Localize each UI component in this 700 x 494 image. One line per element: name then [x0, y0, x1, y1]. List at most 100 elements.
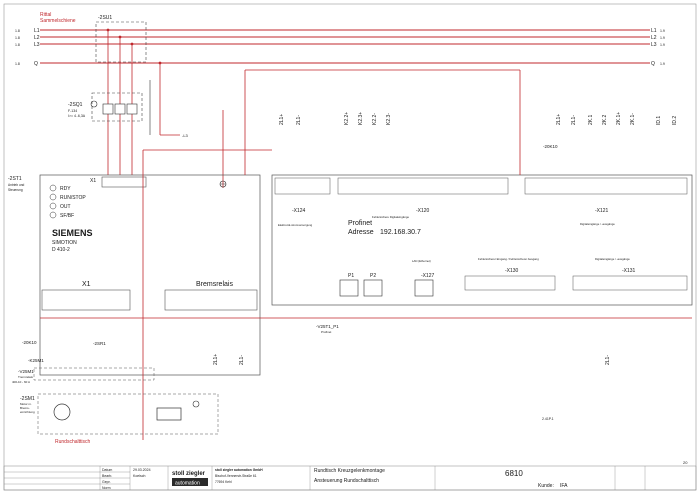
sheet-number: 20 [683, 460, 688, 465]
signal-top-11: 2K.1- [630, 113, 636, 125]
bus-ref-left-l3: 1.8 [15, 43, 20, 47]
signal-top-7: 2L1- [571, 115, 577, 125]
drive-tag: -2ST1 [8, 176, 22, 182]
company-line-3: 77694 Kehl [215, 480, 232, 484]
drive-x1-top: X1 [90, 178, 96, 184]
signals-top: 2L1+ 2L1- K2.2+ K2.3+ K2.2- K2.3- 2L1+ 2… [279, 112, 678, 125]
bus-label-l2-right: L2 [651, 35, 657, 41]
port-note: 2.41P.1 [542, 417, 554, 421]
signal-top-6: 2L1+ [556, 114, 562, 125]
led-out-icon [49, 202, 57, 210]
drawing-number: 6810 [505, 469, 523, 478]
profinet-label: Profinet [348, 220, 372, 227]
signal-top-12: ID.1 [656, 116, 662, 125]
m1-spec-1: Motor m. [20, 402, 32, 406]
m1-spec-2: Brems- [20, 406, 30, 410]
drive-sub-1: Antrieb und [8, 183, 25, 187]
x121-sub: Digitaleingänge / -ausgänge [580, 222, 615, 226]
m1-label: -2SM1 [20, 396, 35, 402]
p1-label: P1 [348, 273, 354, 279]
x121-label: -X121 [595, 208, 609, 214]
terminal-area: -X124 Elektronik-stromversorgung -X120 F… [271, 174, 693, 306]
profinet-address-label: Adresse [348, 229, 374, 236]
signal-bottom-0: 2L1+ [213, 354, 219, 365]
x127-sub: LAN (Ethernet) [412, 259, 431, 263]
busbar-title-2: Sammelschiene [40, 18, 76, 24]
company-line-1: stoll ziegler automation GmbH [215, 468, 263, 472]
logo-bottom: automation [175, 481, 200, 487]
bremsrelais-label: Bremsrelais [196, 281, 233, 288]
port-p1-icon [339, 279, 359, 297]
norm-label: Norm [102, 486, 111, 490]
bus-ref-left-q: 1.8 [15, 62, 20, 66]
port-x127-icon [414, 279, 434, 297]
project-line-2: Ansteuerung Rundschalttisch [314, 478, 379, 484]
model-line-2: D 410-2 [52, 247, 70, 253]
x120-sub: Fehlersichere Digitaleingänge [372, 215, 409, 219]
terminal-box [271, 174, 693, 306]
led-label-rdy: RDY [60, 186, 71, 192]
signals-bottom: 2L1+ 2L1- 2L1- [213, 354, 611, 365]
bremsrelais-block [164, 289, 258, 311]
bus-label-l1-left: L1 [34, 28, 40, 34]
p2-label: P2 [370, 273, 376, 279]
x130-label: -X130 [505, 268, 519, 274]
brake-icon [156, 407, 182, 421]
project-line-1: Rundtisch Kreuzgelenkmontage [314, 468, 385, 474]
x120-label: -X120 [416, 208, 430, 214]
m1-spec-3: einrichtung [20, 410, 35, 414]
datum-value: 29.03.2024 [133, 468, 151, 472]
bus-label-l2-left: L2 [34, 35, 40, 41]
sq1-spec-2: I>= 4..6,3A [68, 114, 86, 118]
bus-label-l3-left: L3 [34, 42, 40, 48]
bus-label-l3-right: L3 [651, 42, 657, 48]
signal-bottom-2: 2L1- [605, 355, 611, 365]
led-sf-icon [49, 211, 57, 219]
bus-label-q-left: Q [34, 61, 38, 67]
bus-ref-left-l1: 1.8 [15, 29, 20, 33]
x124-sub: Elektronik-stromversorgung [278, 223, 313, 227]
motor-box [37, 393, 219, 435]
su1-tag: -2SU1 [98, 15, 112, 21]
bus-label-l1-right: L1 [651, 28, 657, 34]
signal-top-5: K2.3- [386, 113, 392, 125]
logo-top: stoll ziegler [172, 471, 206, 477]
x127-label: -X127 [421, 273, 435, 279]
datum-label: Datum [102, 468, 112, 472]
sq1-box [91, 92, 143, 122]
k25m1-label: -K25M1 [28, 358, 44, 363]
v25m1-spec-2: 400-10 - 60 A [12, 380, 30, 384]
rundschalttisch-label: Rundschalttisch [55, 439, 91, 445]
motor-icon [53, 403, 71, 421]
signal-top-9: 2K.2 [602, 114, 608, 125]
breaker-group: -2SU1 -2SQ1 F-134 I>= 4..6,3A -L3 [68, 15, 189, 175]
led-label-sf: SF/BF [60, 213, 74, 219]
led-label-run: RUN/STOP [60, 195, 86, 201]
lower-section: -20K10 -K25M1 -2SR1 -V25M1 Trennrelais 4… [12, 324, 554, 445]
sq1-l3-ref: -L3 [182, 133, 189, 138]
led-label-out: OUT [60, 204, 71, 210]
x131-sub: Digitaleingänge / -ausgänge [595, 257, 630, 261]
r1-label: -2SR1 [93, 341, 106, 346]
model-line-1: SIMOTION [52, 240, 77, 246]
v25t1-sub: Profinet [321, 330, 332, 334]
v25m1-label: -V25M1 [18, 369, 34, 374]
signal-top-2: K2.2+ [344, 112, 350, 125]
bearb-value: Koelsch [133, 474, 146, 478]
signal-top-8: 2K.1 [588, 114, 594, 125]
v25m1-spec-1: Trennrelais [18, 375, 33, 379]
signal-top-0: 2L1+ [279, 114, 285, 125]
signal-top-13: ID.2 [672, 116, 678, 125]
bearb-label: Bearb. [102, 474, 112, 478]
x131-label: -X131 [622, 268, 636, 274]
title-block: Datum 29.03.2024 Bearb. Koelsch Gepr. No… [3, 460, 697, 491]
kunde-value: IFA [560, 483, 568, 489]
bus-ref-left-l2: 1.8 [15, 36, 20, 40]
drive-sub-2: Steuerung [8, 188, 23, 192]
led-run-icon [49, 193, 57, 201]
terminal-wires [40, 69, 692, 440]
brand-logo: SIEMENS [52, 228, 93, 238]
sq1-tag: -2SQ1 [68, 102, 83, 108]
